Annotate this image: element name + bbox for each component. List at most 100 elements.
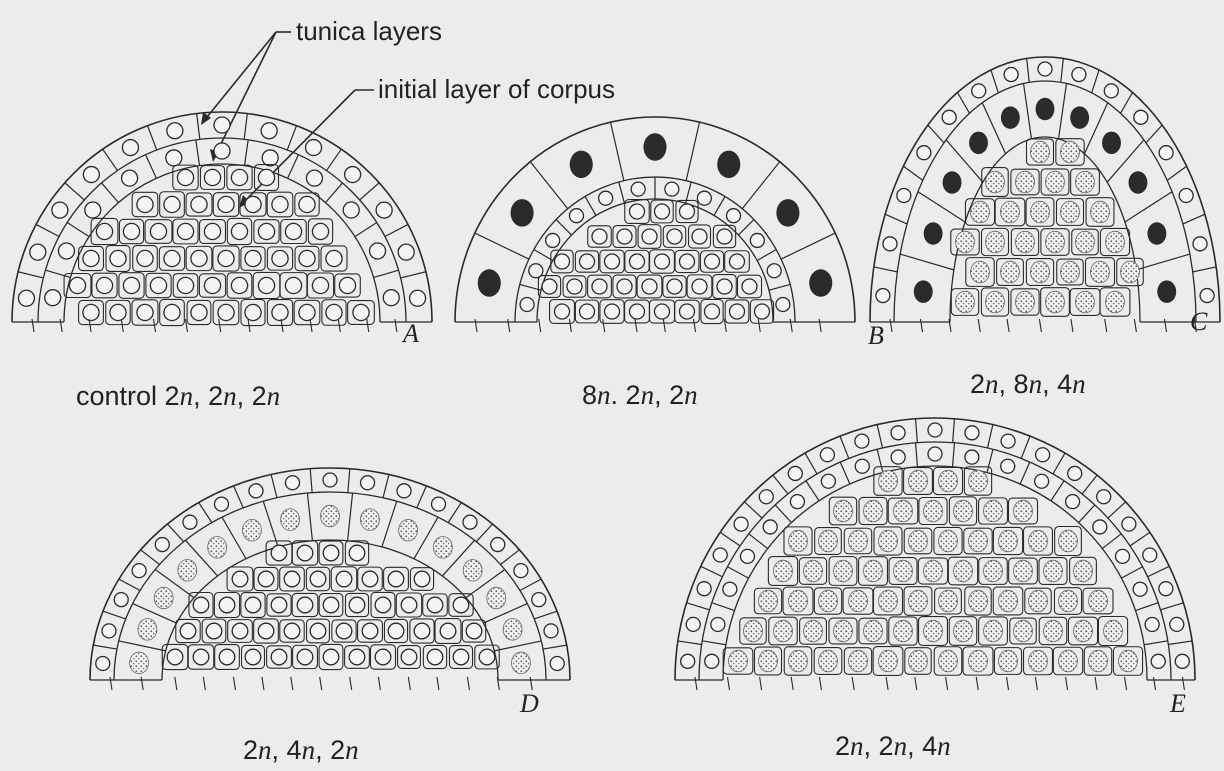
cell-wall <box>900 254 954 270</box>
nucleus-stipple <box>1031 201 1050 223</box>
cell-wall <box>1061 58 1064 82</box>
base-wall <box>1035 677 1037 690</box>
nucleus-stipple <box>834 620 853 642</box>
nucleus-dark <box>570 151 593 179</box>
nucleus-open <box>272 304 288 320</box>
cell-wall <box>874 267 897 272</box>
nucleus-open <box>1097 490 1111 504</box>
nucleus-stipple <box>1001 261 1020 283</box>
cell-wall <box>271 474 277 497</box>
nucleus-open <box>569 209 583 223</box>
nucleus-dark <box>776 199 799 227</box>
nucleus-stipple <box>744 620 763 642</box>
cell-wall <box>840 462 850 484</box>
nucleus-stipple <box>1001 201 1020 223</box>
nucleus-open <box>326 304 342 320</box>
nucleus-stipple <box>969 470 988 492</box>
nucleus-stipple <box>1061 261 1080 283</box>
nucleus-open <box>1116 549 1130 563</box>
nucleus-open <box>183 515 197 529</box>
cell-wall <box>534 250 553 261</box>
cell-wall <box>348 469 350 493</box>
nucleus-stipple <box>1031 141 1050 163</box>
base-wall <box>852 677 854 690</box>
cell-wall <box>958 93 970 114</box>
nucleus-open <box>1122 517 1136 531</box>
nucleus-open <box>965 450 979 464</box>
caption-c: 2n, 8n, 4n <box>970 369 1086 399</box>
nucleus-stipple <box>894 620 913 642</box>
nucleus-open <box>191 250 207 266</box>
nucleus-open <box>336 571 352 587</box>
nucleus-open <box>123 223 139 239</box>
nucleus-open <box>667 229 682 244</box>
nucleus-open <box>592 279 607 294</box>
nucleus-open <box>453 597 469 613</box>
nucleus-open <box>258 623 274 639</box>
nucleus-open <box>883 237 897 251</box>
nucleus-stipple <box>956 291 975 313</box>
nucleus-open <box>271 545 287 561</box>
nucleus-open <box>383 290 399 306</box>
nucleus-open <box>723 582 737 596</box>
nucleus-stipple <box>1046 231 1065 253</box>
nucleus-stipple <box>804 560 823 582</box>
base-wall <box>1154 677 1156 690</box>
nucleus-open <box>271 649 287 665</box>
cell-wall <box>916 443 918 467</box>
nucleus-open <box>349 545 365 561</box>
nucleus-open <box>219 597 235 613</box>
nucleus-open <box>231 223 247 239</box>
nucleus-open <box>326 250 342 266</box>
base-wall <box>758 319 760 332</box>
cell-wall <box>738 219 754 235</box>
base-wall <box>1066 677 1068 690</box>
nucleus-open <box>306 140 322 156</box>
nucleus-open <box>96 656 110 670</box>
nucleus-stipple <box>511 652 530 674</box>
nucleus-open <box>83 304 99 320</box>
nucleus-open <box>232 623 248 639</box>
nucleus-stipple <box>1091 201 1110 223</box>
nucleus-stipple <box>1076 291 1095 313</box>
nucleus-stipple <box>999 650 1018 672</box>
nucleus-open <box>218 304 234 320</box>
nucleus-stipple <box>360 509 379 531</box>
nucleus-stipple <box>954 560 973 582</box>
cell-wall <box>585 196 596 215</box>
nucleus-open <box>1001 434 1015 448</box>
nucleus-stipple <box>1044 620 1063 642</box>
nucleus-open <box>599 191 613 205</box>
nucleus-open <box>310 571 326 587</box>
nucleus-open <box>1001 459 1015 473</box>
cell-wall <box>1136 254 1190 270</box>
nucleus-open <box>820 448 834 462</box>
base-wall <box>727 677 729 690</box>
cell-wall <box>987 449 993 472</box>
cell-wall <box>757 250 776 261</box>
nucleus-open <box>750 233 764 247</box>
nucleus-open <box>717 229 732 244</box>
nucleus-open <box>567 279 582 294</box>
nucleus-open <box>137 250 153 266</box>
nucleus-stipple <box>1029 590 1048 612</box>
nucleus-open <box>427 649 443 665</box>
base-wall <box>350 677 352 690</box>
panel-letter-c: C <box>1190 307 1208 336</box>
cell-wall <box>953 419 955 443</box>
cell-wall <box>18 272 43 278</box>
nucleus-dark <box>1147 222 1166 245</box>
nucleus-stipple <box>774 560 793 582</box>
nucleus-stipple <box>969 650 988 672</box>
nucleus-open <box>258 571 274 587</box>
nucleus-stipple <box>1076 171 1095 193</box>
cell-wall <box>374 270 399 277</box>
nucleus-open <box>83 250 99 266</box>
cell-wall <box>141 550 160 565</box>
nucleus-open <box>592 229 607 244</box>
base-wall <box>819 319 821 332</box>
nucleus-open <box>375 597 391 613</box>
cell-wall <box>325 183 342 203</box>
nucleus-open <box>285 223 301 239</box>
